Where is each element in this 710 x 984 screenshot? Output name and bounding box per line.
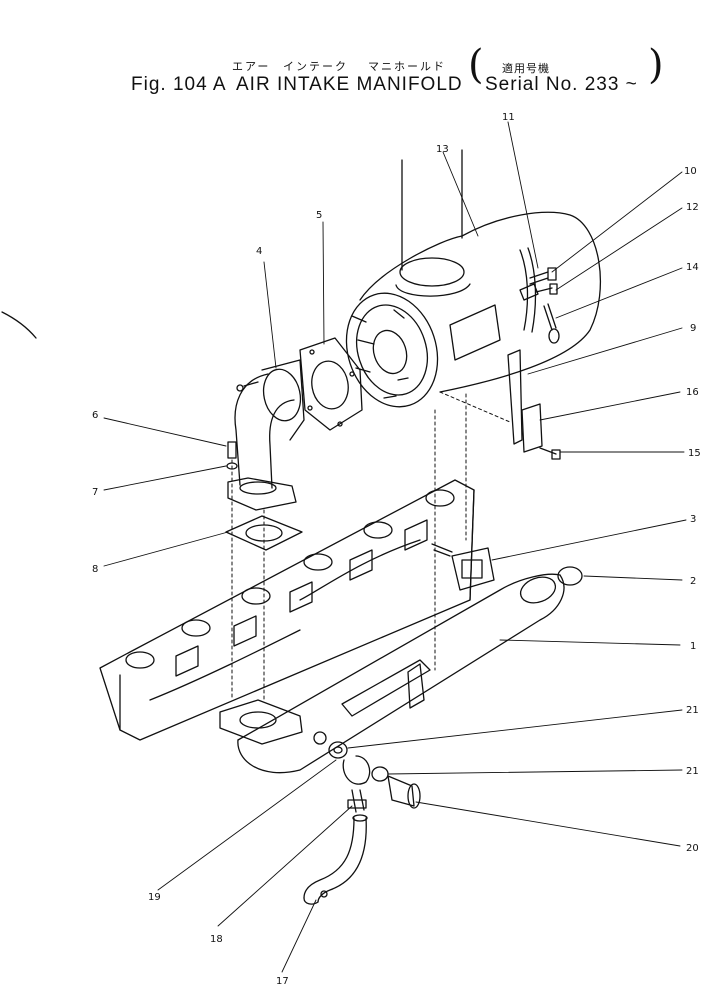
callout-13: 13 — [436, 144, 449, 155]
serial-label: Serial No. 233 ~ — [485, 74, 638, 95]
gasket-3 — [431, 543, 495, 591]
figure-title: AIR INTAKE MANIFOLD — [236, 74, 463, 95]
applicable-label: 適用号機 — [502, 63, 550, 75]
fittings — [328, 741, 421, 813]
elbow-4 — [227, 359, 305, 511]
callout-9: 9 — [690, 323, 696, 334]
callout-1: 1 — [690, 641, 696, 652]
callout-18: 18 — [210, 934, 223, 945]
cap-2 — [557, 566, 583, 586]
callout-8: 8 — [92, 564, 98, 575]
callout-4: 4 — [256, 246, 262, 257]
callout-21-upper: 21 — [686, 705, 699, 716]
callout-3: 3 — [690, 514, 696, 525]
callout-5: 5 — [316, 210, 322, 221]
bracket — [507, 349, 561, 460]
pipe-17 — [303, 814, 368, 905]
paren-right: ) — [648, 42, 664, 88]
gasket-8 — [225, 515, 303, 551]
callout-7: 7 — [92, 487, 98, 498]
callout-10: 10 — [684, 166, 697, 177]
callout-21-lower: 21 — [686, 766, 699, 777]
paren-left: ( — [468, 42, 484, 88]
callout-14: 14 — [686, 262, 699, 273]
bolt-6-7 — [226, 381, 259, 470]
leader-lines — [103, 121, 687, 973]
cylinder-head — [99, 479, 475, 741]
clamp-bolts — [529, 267, 560, 344]
callout-19: 19 — [148, 892, 161, 903]
intake-manifold-1 — [219, 573, 565, 774]
air-cleaner — [345, 149, 602, 408]
callout-15: 15 — [688, 448, 701, 459]
figure-number: Fig. 104 A — [131, 74, 227, 95]
alignment-lines — [231, 391, 511, 701]
ruby-air: エアー — [232, 61, 271, 73]
callout-12: 12 — [686, 202, 699, 213]
callout-17: 17 — [276, 976, 289, 984]
ruby-intake: インテーク — [283, 61, 348, 73]
callout-11: 11 — [502, 112, 515, 123]
edge-mark — [1, 311, 37, 339]
title-block: エアー インテーク マニホールド Fig. 104 A AIR INTAKE M… — [0, 0, 710, 110]
callout-20: 20 — [686, 843, 699, 854]
gasket-5 — [299, 337, 363, 431]
callout-2: 2 — [690, 576, 696, 587]
callout-16: 16 — [686, 387, 699, 398]
ruby-manifold: マニホールド — [368, 61, 446, 73]
callout-6: 6 — [92, 410, 98, 421]
